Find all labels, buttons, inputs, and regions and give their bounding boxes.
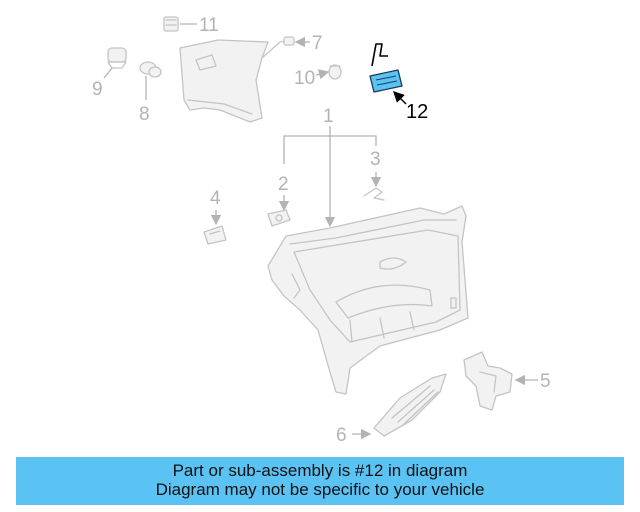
part-6-grille: 6 bbox=[336, 373, 447, 446]
part-1-leader: 1 bbox=[283, 106, 377, 228]
part-5-bracket: 5 bbox=[463, 351, 551, 411]
banner-line-1: Part or sub-assembly is #12 in diagram bbox=[172, 461, 468, 480]
part-7-clip: 7 bbox=[283, 33, 323, 54]
callout-8: 8 bbox=[139, 104, 150, 125]
part-2-bracket: 2 bbox=[267, 174, 291, 227]
quarter-trim-panel bbox=[267, 205, 469, 395]
callout-10: 10 bbox=[294, 68, 315, 89]
part-10-clip: 10 bbox=[294, 64, 342, 89]
callout-3: 3 bbox=[370, 149, 381, 170]
callout-9: 9 bbox=[92, 79, 103, 100]
callout-4: 4 bbox=[210, 188, 221, 209]
part-4-bracket: 4 bbox=[203, 188, 227, 245]
part-3-clip: 3 bbox=[363, 149, 385, 201]
part-11-clip: 11 bbox=[163, 15, 219, 36]
callout-12: 12 bbox=[406, 101, 428, 123]
part-9-grommet: 9 bbox=[92, 47, 127, 100]
callout-5: 5 bbox=[540, 371, 551, 392]
callout-7: 7 bbox=[312, 33, 323, 54]
callout-2: 2 bbox=[278, 174, 289, 195]
callout-6: 6 bbox=[336, 425, 347, 446]
part-8-push-pin: 8 bbox=[139, 61, 162, 125]
parts-diagram: 11 7 9 8 10 12 bbox=[92, 15, 551, 446]
callout-11: 11 bbox=[199, 15, 219, 36]
part-12-highlighted: 12 bbox=[369, 43, 428, 123]
upper-quarter-trim bbox=[179, 39, 293, 123]
info-banner: Part or sub-assembly is #12 in diagram D… bbox=[16, 457, 624, 505]
banner-line-2: Diagram may not be specific to your vehi… bbox=[155, 480, 485, 499]
callout-1: 1 bbox=[323, 106, 334, 127]
